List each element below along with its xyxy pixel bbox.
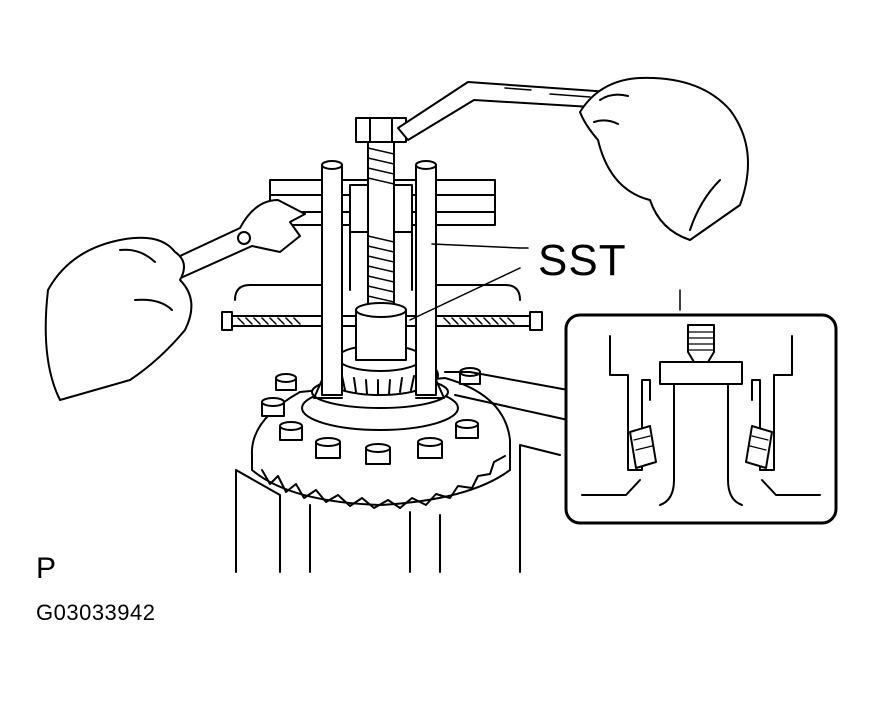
forcing-screw [368, 140, 394, 310]
box-wrench [398, 82, 610, 140]
bolt [262, 398, 284, 416]
bolt [276, 374, 296, 390]
detail-callout-leader [445, 290, 680, 420]
bolt [366, 444, 390, 464]
detail-inset [566, 315, 836, 523]
bolt [456, 420, 478, 438]
adjustable-wrench [150, 200, 305, 285]
puller-arm-right [416, 161, 444, 398]
inset-screw-tip [688, 325, 714, 362]
bearing-adapter [356, 303, 406, 360]
view-code-label: P [36, 552, 57, 585]
sst-label: SST [538, 236, 627, 285]
left-hand [46, 238, 192, 400]
screw-hex-head [356, 118, 406, 142]
bolt [460, 368, 480, 384]
figure-id-label: G03033942 [36, 600, 156, 625]
sst-leader-lines [410, 244, 528, 320]
puller-arm-left [314, 161, 342, 398]
bolt [280, 422, 302, 440]
bolt [316, 438, 340, 458]
ring-gear-bolts [262, 368, 480, 464]
bolt [418, 438, 442, 458]
differential-housing [236, 445, 560, 572]
right-hand [580, 78, 748, 240]
